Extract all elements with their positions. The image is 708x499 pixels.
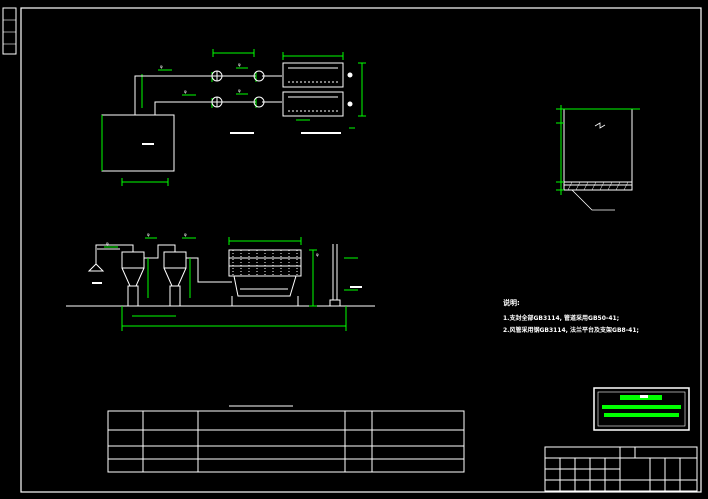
- pipe-tag: φ: [184, 89, 187, 94]
- plan-view: φ φ φ φ: [101, 49, 366, 186]
- plan-caption-bar: [301, 132, 341, 134]
- equipment-table: [107, 405, 465, 473]
- pipe-tag: φ: [238, 62, 241, 67]
- dryer-unit: [282, 62, 344, 88]
- hatched-base: [563, 181, 633, 191]
- sheet-frame: [2, 7, 702, 493]
- fan-icon: [211, 70, 265, 108]
- section-detail: [556, 105, 640, 211]
- pipe-tag: φ: [238, 88, 241, 93]
- notes-heading: 说明:: [503, 298, 520, 307]
- notes-line: 2.风管采用钢GB3114, 法兰平台及支架GB8-41;: [503, 326, 639, 334]
- dryer-unit: [282, 91, 344, 117]
- title-block: [544, 446, 698, 492]
- collector-box: [101, 114, 175, 172]
- dryer-elevation: [228, 249, 302, 306]
- notes-line: 1.支封全部GB3114, 管道采用GB50-41;: [503, 314, 619, 322]
- pipe-tag: φ: [106, 241, 109, 246]
- elevation-view: φ φ φ φ: [66, 232, 375, 331]
- plan-caption-bar: [230, 132, 254, 134]
- exhaust-hood: [87, 249, 105, 272]
- duct-dimension-ticks: [158, 49, 257, 108]
- exhaust-stack: [329, 244, 341, 307]
- cyclone-separator: [121, 251, 187, 307]
- pipe-tag: φ: [316, 252, 319, 257]
- pipe-tag: φ: [160, 64, 163, 69]
- pipe-tag: φ: [147, 232, 150, 237]
- collector-label-bar: [142, 143, 154, 145]
- company-logo: [593, 387, 690, 431]
- design-notes: 说明: 1.支封全部GB3114, 管道采用GB50-41; 2.风管采用钢GB…: [503, 298, 639, 334]
- pipe-tag: φ: [184, 232, 187, 237]
- motor-icon: [347, 72, 353, 107]
- leader-line: [571, 189, 615, 211]
